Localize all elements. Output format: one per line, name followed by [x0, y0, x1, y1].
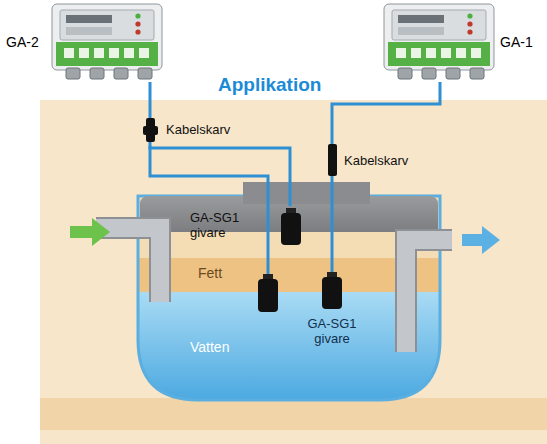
tank-contents: [138, 196, 440, 402]
sensor-box: GA-SG1 givare: [296, 272, 368, 348]
controller-box: GA-2: [6, 2, 168, 82]
inlet-pipe: [96, 228, 160, 302]
inflow-arrow: [70, 218, 110, 246]
sensor-cable: [150, 146, 268, 278]
fat-layer: [138, 258, 440, 292]
water-layer: [138, 292, 440, 402]
ground: [40, 100, 547, 444]
ground-band: [40, 398, 547, 430]
inlet-pipe-edge: [96, 228, 160, 302]
sensor-label: GA-SG1 givare: [296, 272, 368, 346]
manhole-neck: [243, 182, 370, 204]
cable-splice: [328, 144, 337, 176]
controller-label: GA-2: [6, 35, 39, 50]
outlet-pipe: [406, 240, 452, 352]
outflow-arrow: [462, 226, 500, 254]
layer-label: Fett: [198, 266, 222, 281]
outlet-pipe-edge: [406, 240, 452, 352]
splice-label: Kabelskarv: [344, 153, 408, 168]
sensor-label: GA-SG1 givare: [186, 206, 254, 244]
layer-label: Vatten: [190, 340, 229, 355]
title: Applikation: [218, 74, 321, 96]
level-sensor: [258, 274, 278, 312]
sensor-cable: [332, 82, 440, 272]
cable-splice: [143, 118, 158, 142]
sensor-box: GA-SG1 givare: [186, 206, 302, 248]
splice-label: Kabelskarv: [166, 122, 230, 137]
tank-outline: [138, 196, 440, 400]
controller-box: GA-1: [382, 2, 544, 82]
controller-label: GA-1: [500, 35, 533, 50]
